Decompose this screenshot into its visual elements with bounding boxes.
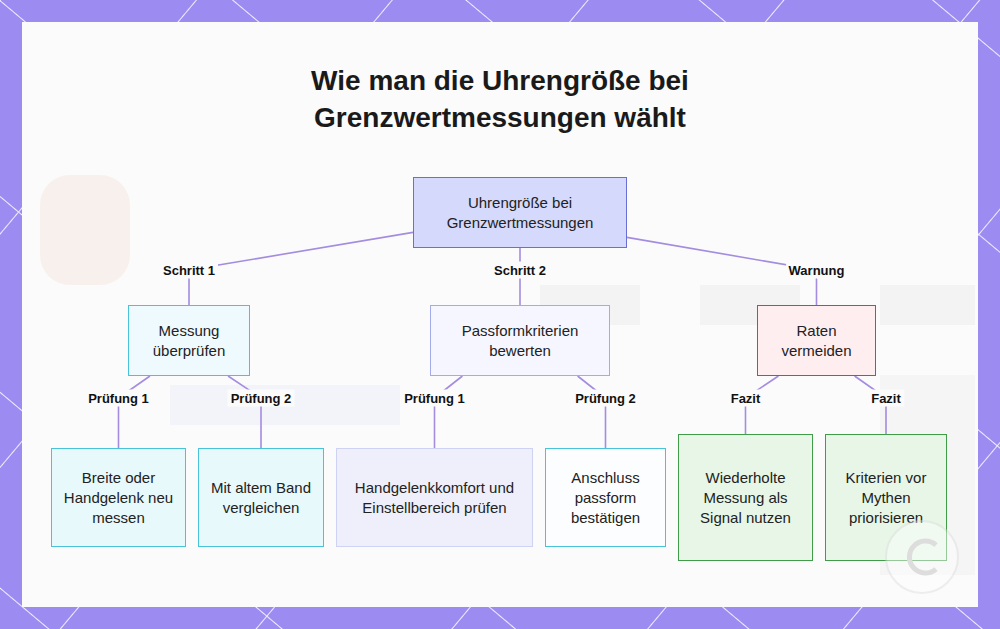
- conclusion-box: Kriterien vor Mythen priorisieren: [825, 434, 947, 561]
- card: [22, 22, 978, 607]
- node-text: Wiederholte Messung als Signal nutzen: [689, 468, 802, 528]
- backdrop-blur: [170, 385, 400, 425]
- edge-label: Prüfung 1: [401, 390, 468, 407]
- backdrop-blur: [40, 175, 130, 285]
- check-box: Mit altem Band vergleichen: [198, 448, 324, 547]
- logo-circle: [886, 521, 958, 593]
- connector: [189, 232, 413, 305]
- node-text: Kriterien vor Mythen priorisieren: [836, 468, 936, 528]
- node-text: Messung überprüfen: [139, 321, 239, 361]
- node-text: Anschluss passform bestätigen: [556, 468, 655, 528]
- step-box: Messung überprüfen: [128, 305, 250, 376]
- edge-label: Prüfung 2: [228, 390, 295, 407]
- edge-label: Fazit: [868, 390, 904, 407]
- edge-label: Prüfung 2: [572, 390, 639, 407]
- check-box: Anschluss passform bestätigen: [545, 448, 666, 547]
- node-text: Breite oder Handgelenk neu messen: [62, 468, 175, 528]
- connector: [119, 376, 150, 448]
- logo-mark: [909, 541, 936, 573]
- edge-label: Schritt 1: [160, 262, 218, 279]
- edge-label: Schritt 2: [491, 262, 549, 279]
- connector: [578, 376, 606, 448]
- edge-label: Prüfung 1: [85, 390, 152, 407]
- check-box: Handgelenkkomfort und Einstellbereich pr…: [336, 448, 533, 547]
- connector: [435, 376, 463, 448]
- node-text: Uhrengröße bei Grenzwertmessungen: [424, 193, 616, 233]
- node-text: Handgelenkkomfort und Einstellbereich pr…: [347, 478, 522, 518]
- diagram-title: Wie man die Uhrengröße bei Grenzwertmess…: [260, 62, 740, 136]
- warning-box: Raten vermeiden: [757, 305, 876, 376]
- check-box: Breite oder Handgelenk neu messen: [51, 448, 186, 547]
- edge-label: Warnung: [786, 262, 848, 279]
- connector: [228, 376, 261, 448]
- conclusion-box: Wiederholte Messung als Signal nutzen: [678, 434, 813, 561]
- backdrop-blur: [880, 285, 975, 325]
- edge-label: Fazit: [728, 390, 764, 407]
- node-text: Raten vermeiden: [768, 321, 865, 361]
- node-text: Passformkriterien bewerten: [441, 321, 599, 361]
- step-box: Passformkriterien bewerten: [430, 305, 610, 376]
- root-box: Uhrengröße bei Grenzwertmessungen: [413, 177, 627, 248]
- node-text: Mit altem Band vergleichen: [209, 478, 313, 518]
